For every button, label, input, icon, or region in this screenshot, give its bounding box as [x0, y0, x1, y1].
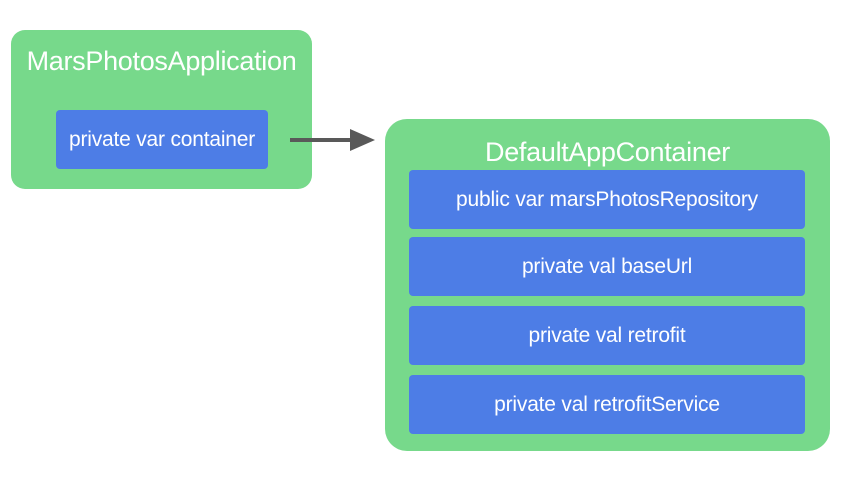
mars-photos-repository-field: public var marsPhotosRepository — [409, 170, 805, 229]
base-url-field: private val baseUrl — [409, 237, 805, 296]
arrow-head — [350, 129, 375, 151]
retrofit-field: private val retrofit — [409, 306, 805, 365]
default-app-container-title: DefaultAppContainer — [485, 137, 730, 167]
mars-photos-application-box: MarsPhotosApplication private var contai… — [11, 30, 312, 189]
mars-photos-application-title: MarsPhotosApplication — [26, 46, 297, 76]
container-field: private var container — [56, 110, 268, 169]
retrofit-service-field: private val retrofitService — [409, 375, 805, 434]
default-app-container-box: DefaultAppContainer public var marsPhoto… — [385, 119, 830, 451]
